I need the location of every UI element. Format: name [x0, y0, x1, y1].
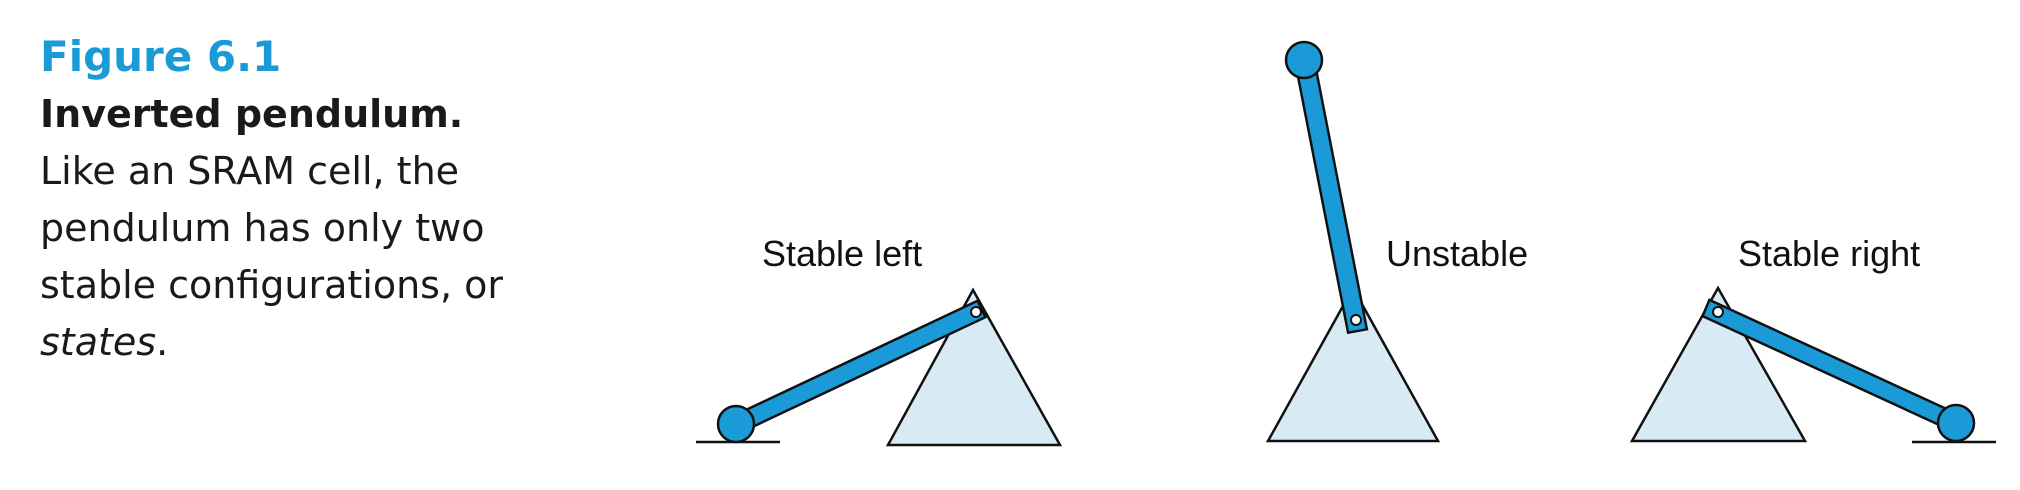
- pendulum-rod-center: [1293, 56, 1369, 335]
- figure-label: Figure 6.1: [40, 32, 282, 81]
- pivot-pin-right: [1712, 306, 1724, 318]
- figure-body-italic: states: [40, 320, 157, 364]
- pendulum-stable-left: Stable left: [696, 233, 1063, 447]
- pendulum-bob-right: [1936, 403, 1976, 443]
- pivot-pin-center: [1350, 314, 1362, 326]
- pendulum-bob-left: [716, 404, 756, 444]
- pendulum-stable-right: Stable right: [1629, 233, 1996, 444]
- pendulum-unstable: Unstable: [1265, 40, 1528, 443]
- figure-title: Inverted pendulum.: [40, 92, 464, 136]
- pivot-base-left: [885, 287, 1063, 447]
- label-stable-right: Stable right: [1738, 233, 1920, 274]
- pivot-base-center: [1265, 285, 1441, 443]
- label-stable-left: Stable left: [762, 233, 922, 274]
- figure-body-end: .: [156, 320, 169, 364]
- pivot-base-right: [1629, 285, 1808, 443]
- label-unstable: Unstable: [1386, 233, 1528, 274]
- pivot-pin-left: [970, 306, 982, 318]
- pendulum-bob-center: [1284, 40, 1324, 80]
- figure-caption: Figure 6.1 Inverted pendulum. Like an SR…: [40, 28, 560, 371]
- figure-body: Like an SRAM cell, the pendulum has only…: [40, 143, 560, 371]
- figure-body-text: Like an SRAM cell, the pendulum has only…: [40, 149, 504, 307]
